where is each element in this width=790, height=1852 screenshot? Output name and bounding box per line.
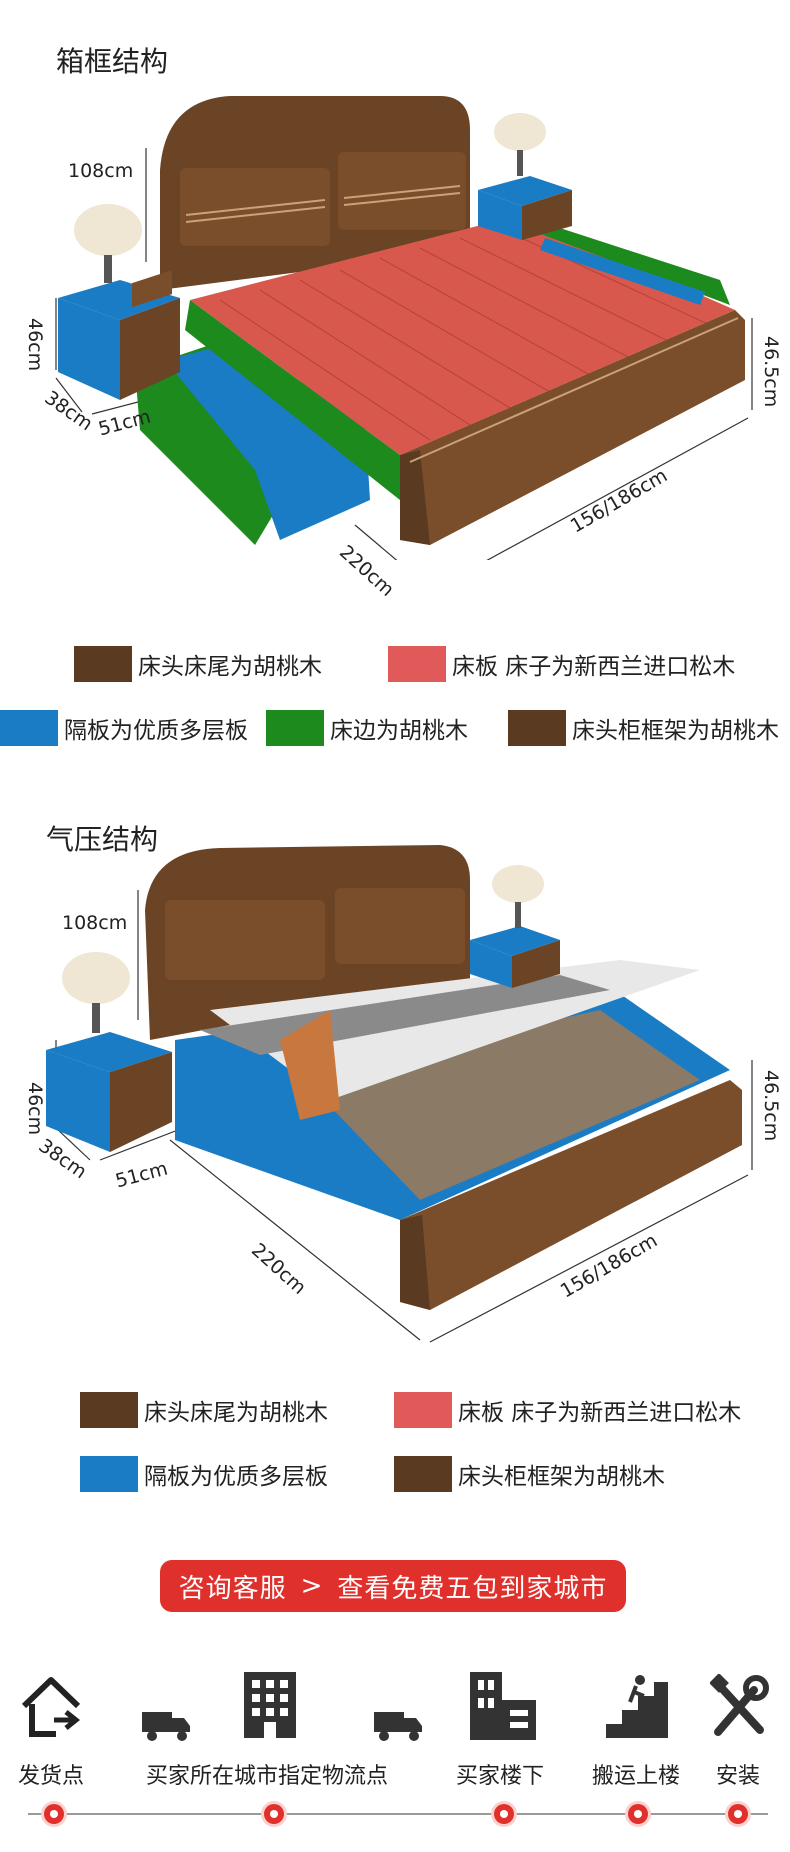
timeline-dot [728,1804,748,1824]
truck-icon [374,1712,422,1741]
dim-bed-height: 46.5cm [760,336,782,408]
timeline-dot [628,1804,648,1824]
legend-swatch [508,710,566,746]
step-label: 买家楼下 [456,1764,545,1789]
consult-service-button[interactable]: 咨询客服 > 查看免费五包到家城市 [160,1560,626,1612]
legend-item: 床头柜框架为胡桃木 [394,1456,665,1492]
step-label: 发货点 [18,1764,85,1789]
legend-label: 床头柜框架为胡桃木 [572,718,779,744]
section-title-gas-lift: 气压结构 [46,823,159,856]
legend-item: 隔板为优质多层板 [0,710,248,746]
box-frame-bed-illustration [55,96,753,560]
legend-label: 床边为胡桃木 [330,718,468,744]
legend-swatch [394,1392,452,1428]
step-label: 买家所在城市指定物流点 [146,1764,389,1789]
legend-label: 隔板为优质多层板 [144,1464,328,1490]
legend-item: 床头床尾为胡桃木 [80,1392,328,1428]
building-icon [244,1672,296,1738]
legend-swatch [266,710,324,746]
legend-swatch [388,646,446,682]
legend-item: 床板 床子为新西兰进口松木 [388,646,735,682]
legend-swatch [80,1456,138,1492]
legend-label: 隔板为优质多层板 [64,718,248,744]
legend-swatch [74,646,132,682]
legend-item: 床板 床子为新西兰进口松木 [394,1392,741,1428]
step-install: 安装 [716,1758,760,1790]
legend-item: 床头柜框架为胡桃木 [508,710,779,746]
delivery-timeline [28,1813,768,1815]
truck-icon [142,1712,190,1741]
stairs-icon [606,1675,668,1738]
cta-arrow: > [300,1571,324,1601]
dim-bed-height: 46.5cm [760,1070,782,1142]
timeline-dot [264,1804,284,1824]
legend-label: 床头床尾为胡桃木 [138,654,322,680]
cta-left-label: 咨询客服 [178,1573,287,1604]
apartment-icon [470,1672,536,1740]
step-carry-upstairs: 搬运上楼 [592,1758,680,1790]
legend-item: 床边为胡桃木 [266,710,468,746]
cta-right-label: 查看免费五包到家城市 [337,1573,608,1604]
dim-headboard-height: 108cm [68,160,134,182]
tools-icon [710,1674,769,1736]
legend-item: 床头床尾为胡桃木 [74,646,322,682]
legend-label: 床板 床子为新西兰进口松木 [452,654,736,680]
step-logistics-point: 买家所在城市指定物流点 [146,1758,388,1790]
gas-lift-bed-illustration [46,845,753,1343]
legend-swatch [394,1456,452,1492]
legend-swatch [80,1392,138,1428]
step-label: 安装 [716,1764,761,1789]
legend-label: 床头床尾为胡桃木 [144,1400,328,1426]
timeline-dot [44,1804,64,1824]
section-title-box-frame: 箱框结构 [56,45,169,78]
house-arrow-icon [21,1677,81,1737]
step-downstairs: 买家楼下 [456,1758,544,1790]
dim-nightstand-height: 46cm [24,1082,46,1136]
timeline-dot [494,1804,514,1824]
step-ship-point: 发货点 [18,1758,84,1790]
legend-label: 床头柜框架为胡桃木 [458,1464,665,1490]
dim-headboard-height: 108cm [62,912,128,934]
legend-item: 隔板为优质多层板 [80,1456,328,1492]
legend-swatch [0,710,58,746]
dim-nightstand-height: 46cm [24,318,46,372]
step-label: 搬运上楼 [592,1764,681,1789]
legend-label: 床板 床子为新西兰进口松木 [458,1400,742,1426]
